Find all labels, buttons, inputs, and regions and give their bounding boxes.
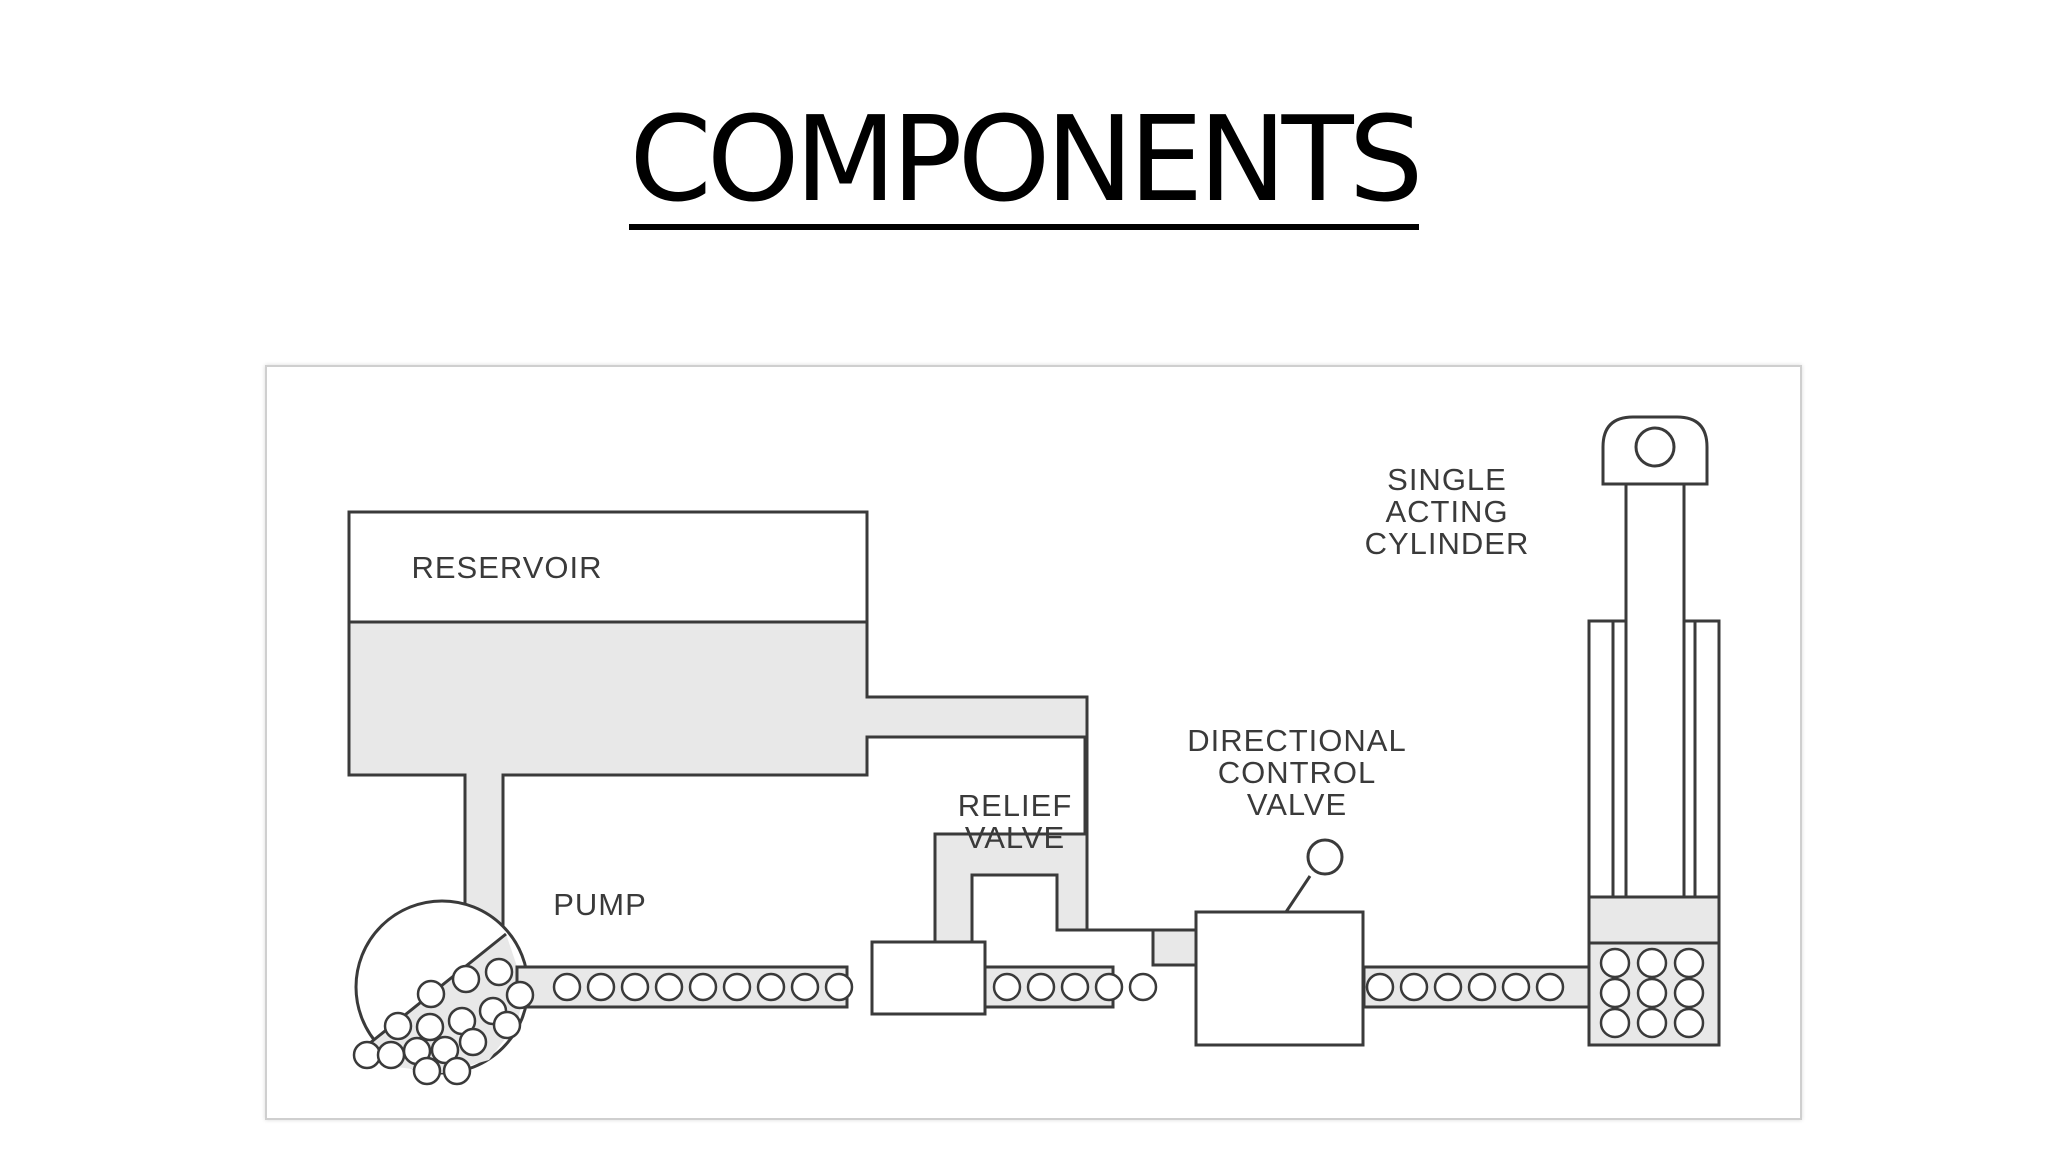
reservoir-label: RESERVOIR	[411, 550, 602, 585]
pump-label: PUMP	[553, 887, 647, 922]
reservoir-tank	[347, 510, 869, 624]
slide-title: COMPONENTS	[0, 100, 2048, 230]
valve-lever	[1284, 875, 1312, 913]
diagram-canvas: RESERVOIR PUMP RELIEF VALVE DIRECTIONAL …	[347, 415, 1721, 1086]
cylinder-eye-hole	[1634, 426, 1676, 468]
hydraulic-system-diagram: RESERVOIR PUMP RELIEF VALVE DIRECTIONAL …	[265, 365, 1802, 1120]
single-acting-cylinder-label-line-3: CYLINDER	[1365, 526, 1530, 561]
slide-title-text: COMPONENTS	[629, 90, 1424, 230]
directional-control-valve-label-line-1: DIRECTIONAL	[1187, 723, 1406, 758]
directional-control-valve-label-line-2: CONTROL	[1218, 755, 1377, 790]
cylinder-piston	[1587, 895, 1721, 945]
relief-valve-label-line-2: VALVE	[965, 820, 1065, 855]
single-acting-cylinder-label-line-2: ACTING	[1385, 494, 1508, 529]
relief-valve-label-line-1: RELIEF	[958, 788, 1073, 823]
directional-control-valve	[1194, 910, 1365, 1047]
valve-lever-knob	[1306, 838, 1344, 876]
relief-valve	[870, 940, 987, 1016]
fluid-droplets	[352, 947, 1705, 1086]
single-acting-cylinder-label-line-1: SINGLE	[1387, 462, 1507, 497]
directional-control-valve-label-line-3: VALVE	[1247, 787, 1347, 822]
